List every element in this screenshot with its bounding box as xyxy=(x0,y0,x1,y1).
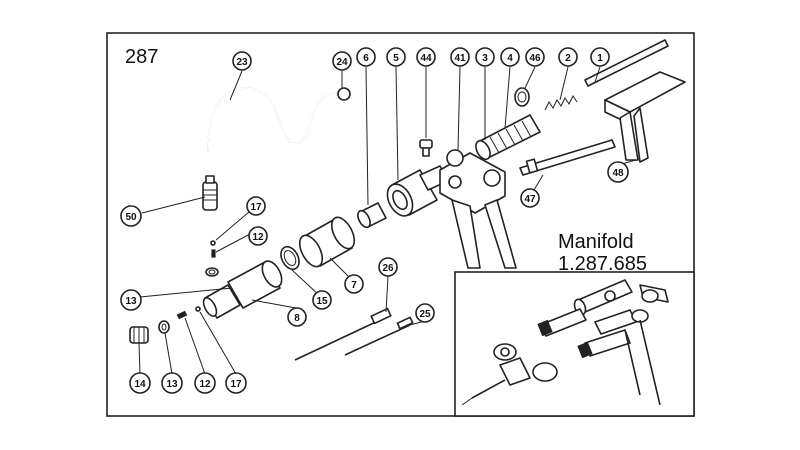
ring-part-46 xyxy=(514,87,530,107)
ring-part-15 xyxy=(280,245,300,271)
callout-4: 4 xyxy=(500,47,520,67)
svg-text:44: 44 xyxy=(420,53,432,64)
svg-text:48: 48 xyxy=(612,168,624,179)
callout-46: 46 xyxy=(525,47,545,67)
page-number: 287 xyxy=(125,46,158,68)
svg-text:12: 12 xyxy=(252,232,264,243)
callout-13-upper: 13 xyxy=(120,289,142,311)
svg-text:50: 50 xyxy=(125,212,137,223)
svg-text:13: 13 xyxy=(125,296,137,307)
callout-17-lower: 17 xyxy=(225,372,247,394)
svg-text:41: 41 xyxy=(454,53,466,64)
svg-text:1: 1 xyxy=(597,53,603,64)
needle-part-25 xyxy=(344,316,414,356)
trigger-lever-part-48 xyxy=(604,71,686,163)
callout-24: 24 xyxy=(332,51,352,71)
callout-26: 26 xyxy=(378,257,398,277)
rod-part-1 xyxy=(584,39,669,87)
callout-1: 1 xyxy=(590,47,610,67)
callout-44: 44 xyxy=(416,47,436,67)
nut-part-6 xyxy=(357,202,387,229)
fitting-part-14 xyxy=(129,326,149,344)
svg-text:24: 24 xyxy=(336,57,348,68)
svg-text:47: 47 xyxy=(524,194,536,205)
svg-text:17: 17 xyxy=(250,202,262,213)
spring-part-2 xyxy=(544,95,578,111)
svg-text:46: 46 xyxy=(529,53,541,64)
inset-part-number: 1.287.685 xyxy=(558,253,647,275)
gun-body-part-41 xyxy=(439,149,517,269)
callout-8: 8 xyxy=(287,307,307,327)
callout-48: 48 xyxy=(607,161,629,183)
callout-2: 2 xyxy=(558,47,578,67)
callout-6: 6 xyxy=(356,47,376,67)
callout-7: 7 xyxy=(344,274,364,294)
svg-text:8: 8 xyxy=(294,313,300,324)
svg-text:7: 7 xyxy=(351,280,357,291)
callout-13-lower: 13 xyxy=(161,372,183,394)
hose-part-23 xyxy=(207,87,351,153)
svg-text:25: 25 xyxy=(419,309,431,320)
svg-text:5: 5 xyxy=(393,53,399,64)
callout-14: 14 xyxy=(129,372,151,394)
svg-text:12: 12 xyxy=(199,379,211,390)
body-part-8 xyxy=(202,260,283,319)
svg-text:14: 14 xyxy=(134,379,146,390)
needle-part-26 xyxy=(294,307,392,361)
callout-47: 47 xyxy=(520,188,540,208)
callout-25: 25 xyxy=(415,303,435,323)
manifold-inset-drawing xyxy=(461,279,669,406)
screw-part-44 xyxy=(419,139,433,157)
svg-text:13: 13 xyxy=(166,379,178,390)
svg-text:17: 17 xyxy=(230,379,242,390)
callout-50: 50 xyxy=(120,205,142,227)
svg-text:26: 26 xyxy=(382,263,394,274)
svg-text:4: 4 xyxy=(507,53,513,64)
needle-rod-part-47 xyxy=(519,139,616,176)
callout-17-upper: 17 xyxy=(246,196,266,216)
svg-text:2: 2 xyxy=(565,53,571,64)
callout-15: 15 xyxy=(312,290,332,310)
svg-text:15: 15 xyxy=(316,296,328,307)
inset-title: Manifold xyxy=(558,231,634,253)
callout-23: 23 xyxy=(232,51,252,71)
callout-12-lower: 12 xyxy=(194,372,216,394)
svg-text:23: 23 xyxy=(236,57,248,68)
svg-text:3: 3 xyxy=(482,53,488,64)
callout-3: 3 xyxy=(475,47,495,67)
callout-41: 41 xyxy=(450,47,470,67)
callout-12-upper: 12 xyxy=(248,226,268,246)
outer-frame xyxy=(106,32,695,417)
callout-5: 5 xyxy=(386,47,406,67)
knurled-nut-part-5 xyxy=(386,165,449,217)
nozzle-part-50 xyxy=(202,175,218,211)
sleeve-part-7 xyxy=(298,216,356,268)
svg-text:6: 6 xyxy=(363,53,369,64)
